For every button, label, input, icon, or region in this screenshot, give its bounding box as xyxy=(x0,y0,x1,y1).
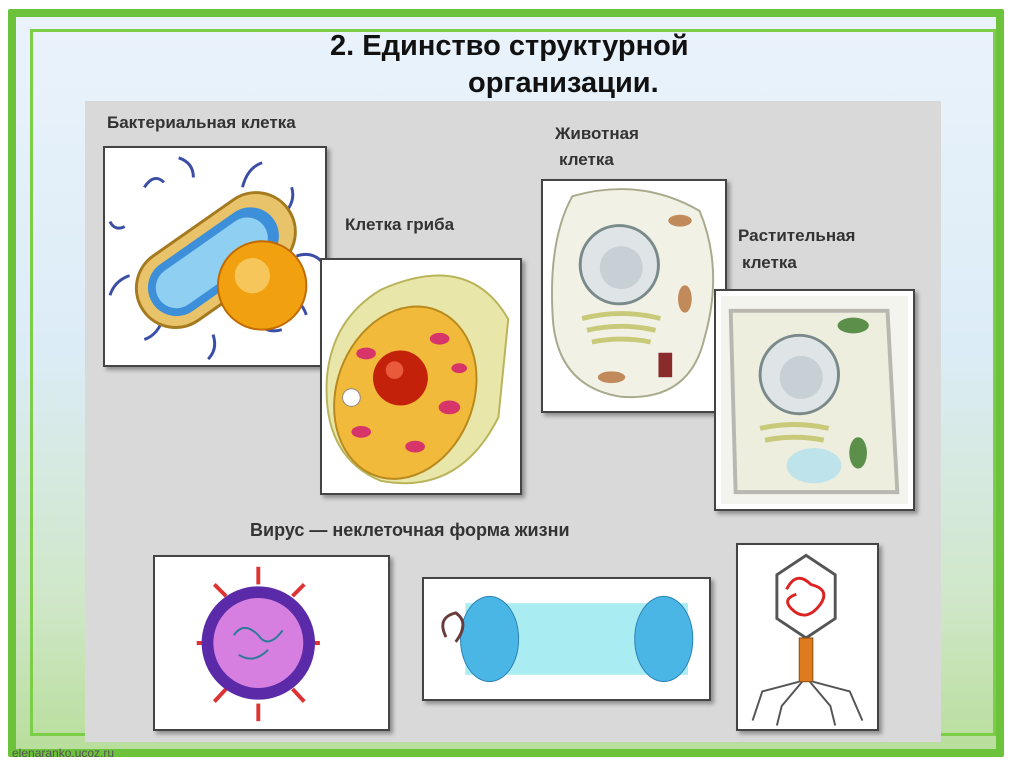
slide-title: 2. Единство структурной организации. xyxy=(330,28,810,102)
virus-bacteriophage-image xyxy=(736,543,879,731)
label-bacterial-cell: Бактериальная клетка xyxy=(107,113,296,132)
label-plant-cell: Растительная клетка xyxy=(738,222,855,276)
label-virus: Вирус — неклеточная форма жизни xyxy=(250,520,570,540)
title-line-1: 2. Единство структурной xyxy=(330,30,689,62)
plant-cell-image xyxy=(714,289,915,511)
virus-spherical-image xyxy=(153,555,390,731)
label-animal-line-1: Животная xyxy=(555,124,639,143)
animal-cell-image xyxy=(541,179,727,413)
bacterial-cell-image xyxy=(103,146,327,367)
label-animal-cell: Животная клетка xyxy=(555,121,639,173)
virus-rod-image xyxy=(422,577,711,701)
label-fungus-cell: Клетка гриба xyxy=(345,215,455,234)
label-plant-line-1: Растительная xyxy=(738,226,856,245)
label-animal-line-2: клетка xyxy=(559,150,614,169)
label-plant-line-2: клетка xyxy=(742,253,797,272)
footer-site: elenaranko.ucoz.ru xyxy=(12,746,115,760)
fungus-cell-image xyxy=(320,258,522,495)
title-line-2: организации. xyxy=(468,67,659,99)
